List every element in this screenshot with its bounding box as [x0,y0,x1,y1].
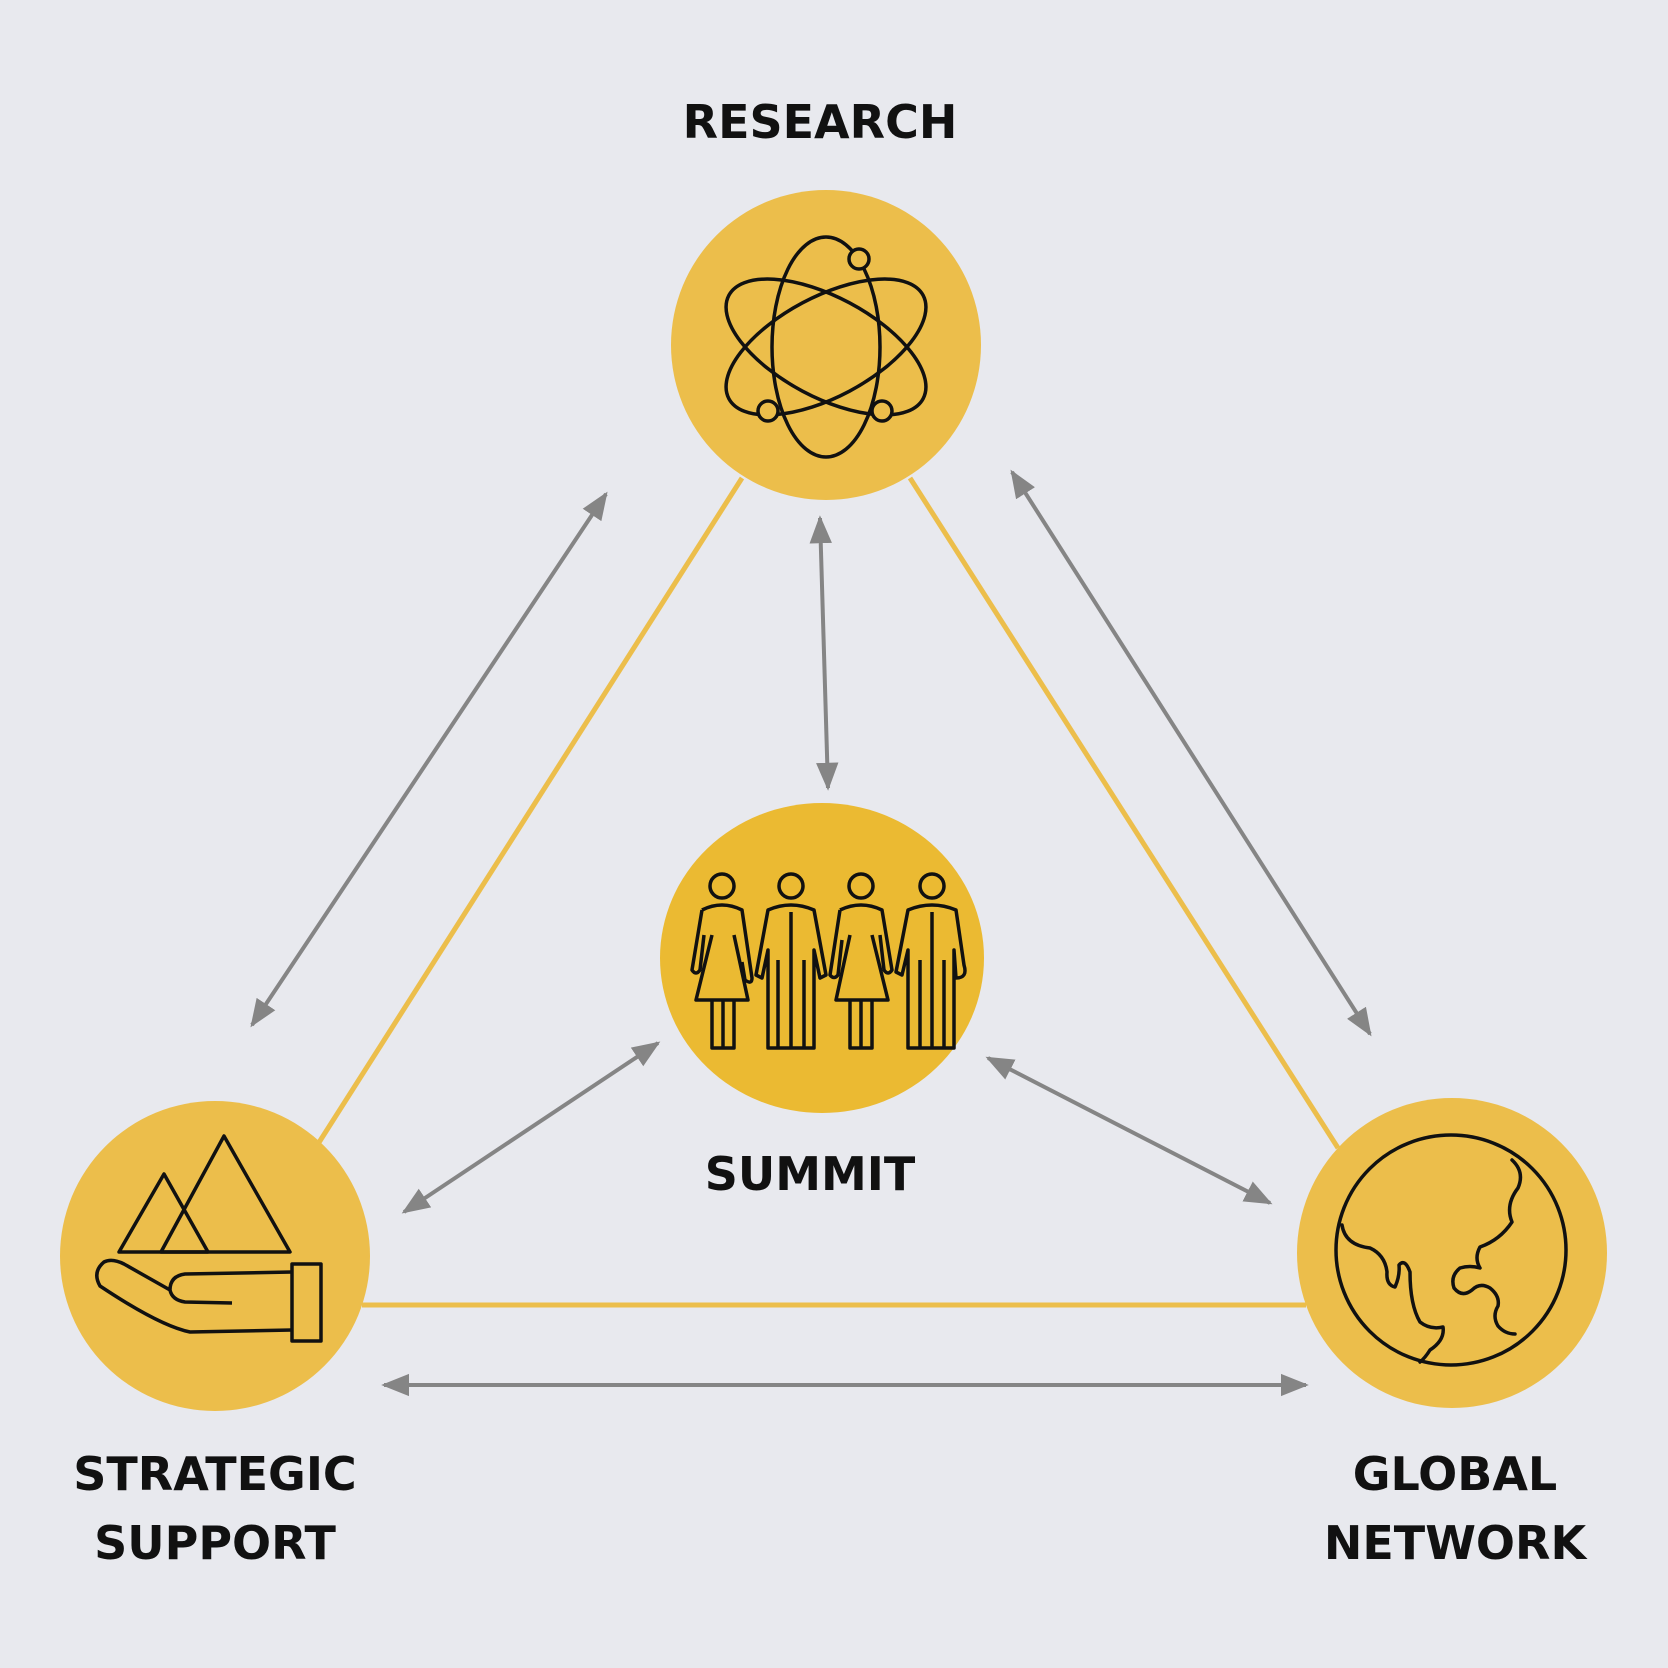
node-strategic-support [60,1101,370,1411]
node-global-network [1297,1098,1607,1408]
atom-icon [724,235,928,459]
node-research [671,190,981,500]
connector-research-global [907,476,1341,1150]
global-network-label-line2: NETWORK [1323,1516,1587,1570]
summit-label: SUMMIT [610,1140,1010,1209]
strategic-support-label-line2: SUPPORT [94,1516,336,1570]
globe-icon [1334,1133,1568,1367]
arrow-research-summit [809,515,839,791]
research-label: RESEARCH [620,88,1020,157]
global-network-label: GLOBAL NETWORK [1265,1440,1645,1578]
arrow-summit-global [985,1056,1273,1205]
people-group-icon [690,872,967,1050]
summit-label-text: SUMMIT [704,1147,916,1201]
arrow-summit-strategic [401,1041,661,1214]
research-label-text: RESEARCH [682,95,958,149]
node-research-circle [671,190,981,500]
node-global-network-circle [1297,1098,1607,1408]
node-strategic-support-circle [60,1101,370,1411]
strategic-support-label-line1: STRATEGIC [73,1447,357,1501]
relationship-arrows [250,469,1372,1397]
global-network-label-line1: GLOBAL [1352,1447,1558,1501]
arrow-research-strategic [250,491,608,1028]
node-summit [660,803,984,1113]
connector-research-strategic [315,476,745,1146]
strategic-support-label: STRATEGIC SUPPORT [35,1440,395,1578]
hand-holding-mountains-icon [95,1134,323,1343]
arrow-research-global [1010,469,1372,1037]
